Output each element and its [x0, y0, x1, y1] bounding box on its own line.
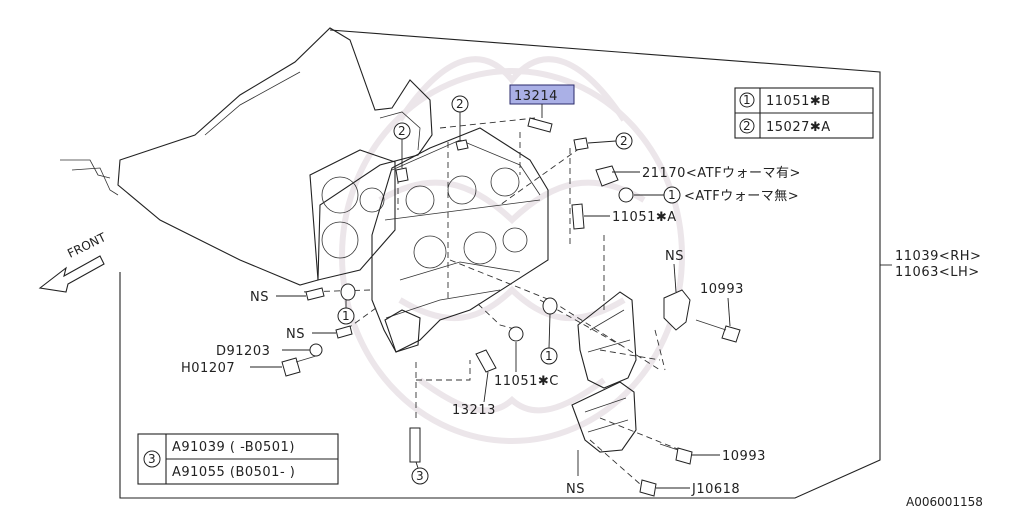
label-j10618: J10618	[691, 482, 740, 497]
highlighted-part-13214[interactable]: 13214	[509, 84, 575, 118]
legend-ref-2: 2	[743, 119, 751, 133]
label-atf-none: <ATFウォーマ無>	[684, 189, 799, 204]
label-h01207: H01207	[181, 361, 235, 376]
label-10993-top: 10993	[700, 282, 744, 297]
legend-table-bottom: 3 A91039 ( -B0501) A91055 (B0501- )	[137, 433, 339, 485]
part-labels: 21170<ATFウォーマ有> <ATFウォーマ無> 11051✱A 11039…	[181, 166, 981, 497]
label-10993-bottom: 10993	[722, 449, 766, 464]
legend-row-a91039: A91039 ( -B0501)	[172, 440, 295, 455]
callouts: 2 2 2 1 1 1 3	[337, 95, 681, 485]
callout-1-left: 1	[342, 309, 350, 323]
callout-2-left: 2	[398, 124, 406, 138]
label-21170: 21170<ATFウォーマ有>	[642, 166, 801, 181]
legend-ref-3: 3	[148, 452, 156, 466]
legend-part-15027a: 15027✱A	[766, 120, 831, 135]
part-label-13214: 13214	[514, 89, 558, 104]
assembly-frame	[119, 29, 881, 499]
front-label: FRONT	[65, 230, 109, 261]
small-parts	[281, 117, 741, 497]
callout-1-bottom: 1	[545, 349, 553, 363]
engine-block	[60, 27, 433, 286]
legend-row-a91055: A91055 (B0501- )	[172, 465, 295, 480]
label-ns-left-2: NS	[286, 327, 305, 342]
label-ns-left-1: NS	[250, 290, 269, 305]
label-11039-rh: 11039<RH>	[895, 249, 981, 264]
catalog-code: A006001158	[906, 495, 983, 509]
callout-1-right: 1	[668, 188, 676, 202]
watermark	[339, 56, 685, 444]
label-ns-bottom: NS	[566, 482, 585, 497]
label-ns-top: NS	[665, 249, 684, 264]
front-arrow: FRONT	[38, 230, 109, 293]
legend-ref-1: 1	[743, 93, 751, 107]
label-d91203: D91203	[216, 344, 270, 359]
label-11063-lh: 11063<LH>	[895, 265, 980, 280]
legend-table-top: 1 11051✱B 2 15027✱A	[734, 87, 874, 139]
callout-2-top: 2	[456, 97, 464, 111]
cylinder-head	[371, 127, 549, 353]
callout-2-right: 2	[620, 134, 628, 148]
label-11051c: 11051✱C	[494, 374, 559, 389]
legend-part-11051b: 11051✱B	[766, 94, 831, 109]
camshaft-caps	[571, 289, 691, 453]
callout-3: 3	[416, 469, 424, 483]
label-11051a: 11051✱A	[612, 210, 677, 225]
label-13213: 13213	[452, 403, 496, 418]
